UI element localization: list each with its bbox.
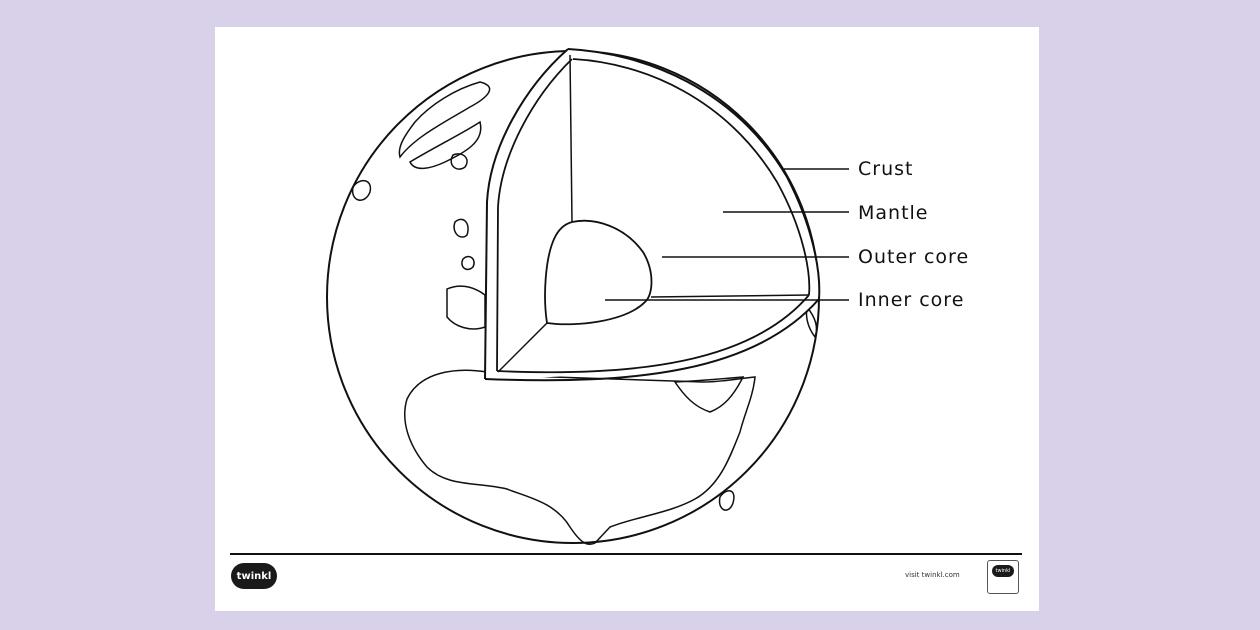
island-1 <box>351 180 372 201</box>
continent-europe <box>398 81 491 159</box>
crust-band-left-outer <box>484 48 569 380</box>
outer-core-label: Outer core <box>858 246 970 268</box>
crust-band-bottom-outer <box>484 298 820 382</box>
crust-band-top-outer <box>567 48 821 300</box>
footer-site-text: visit twinkl.com <box>905 571 960 579</box>
footer-divider <box>230 553 1022 555</box>
island-2 <box>450 153 468 170</box>
crust-band-top-inner <box>572 58 811 296</box>
footer-badge-icon: twinkl <box>987 560 1019 594</box>
twinkl-logo: twinkl <box>231 563 277 589</box>
badge-logo: twinkl <box>992 565 1014 577</box>
crust-label: Crust <box>858 158 914 180</box>
worksheet-page: Crust Mantle Outer core Inner core twink… <box>215 27 1039 611</box>
island-madagascar <box>718 490 735 511</box>
continent-arabia <box>673 376 745 413</box>
crust-band-left-inner <box>496 58 573 372</box>
wedge-edge-lower <box>497 322 548 373</box>
continent-asia-edge <box>805 305 818 339</box>
continent-africa <box>403 369 756 546</box>
earth-layers-diagram <box>326 48 849 546</box>
island-3 <box>453 218 469 238</box>
inner-core-label: Inner core <box>858 289 965 311</box>
wedge-edge-right <box>650 294 810 298</box>
continent-iberia <box>446 285 486 330</box>
mantle-label: Mantle <box>858 202 929 224</box>
crust-band-bottom-inner <box>496 294 810 374</box>
island-4 <box>461 255 475 271</box>
continent-scandinavia <box>409 120 482 170</box>
core-outline <box>544 219 653 326</box>
wedge-edge-vertical <box>569 54 573 223</box>
